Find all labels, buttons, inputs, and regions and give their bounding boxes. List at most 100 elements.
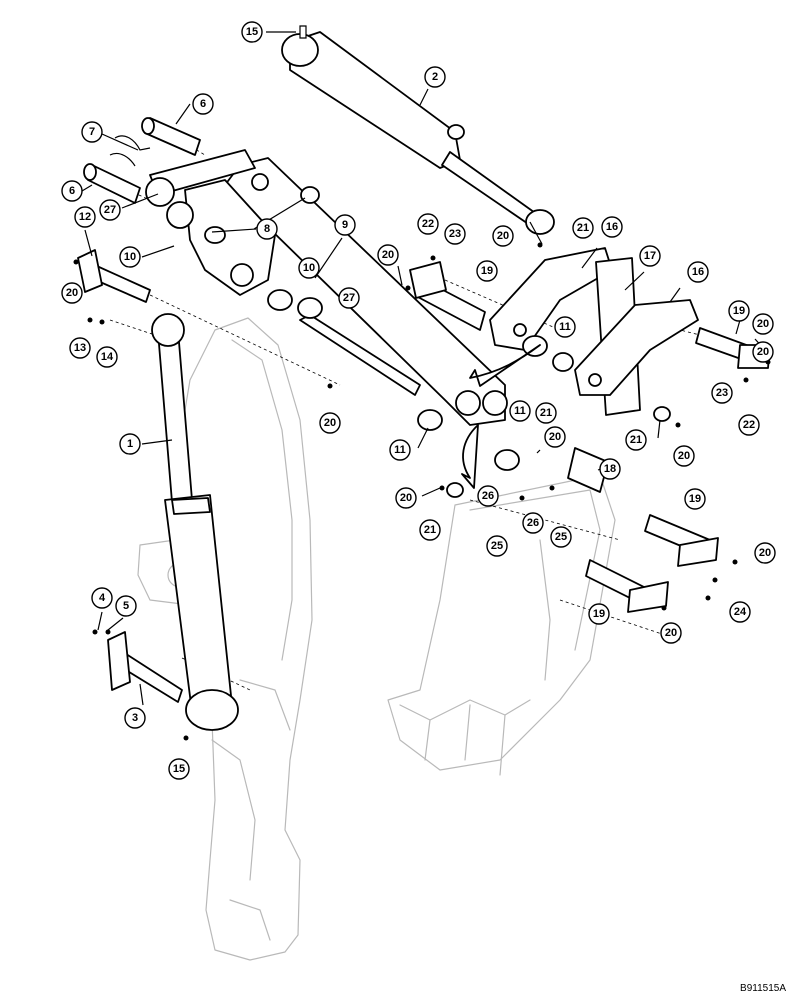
callout-number: 21 bbox=[424, 524, 436, 536]
callout-11: 11 bbox=[554, 316, 576, 338]
callout-number: 27 bbox=[343, 292, 355, 304]
callout-number: 20 bbox=[678, 450, 690, 462]
callout-circle bbox=[69, 337, 91, 359]
callout-number: 2 bbox=[432, 71, 438, 83]
callout-number: 10 bbox=[124, 251, 136, 263]
callout-circle bbox=[91, 587, 113, 609]
callout-number: 6 bbox=[200, 98, 206, 110]
callout-number: 20 bbox=[324, 417, 336, 429]
callout-22: 22 bbox=[417, 213, 439, 235]
callout-20: 20 bbox=[752, 341, 774, 363]
callout-23: 23 bbox=[711, 382, 733, 404]
callout-number: 5 bbox=[123, 600, 129, 612]
callout-number: 25 bbox=[491, 540, 503, 552]
pins bbox=[77, 117, 771, 703]
callout-number: 11 bbox=[394, 444, 406, 456]
callout-circle bbox=[639, 245, 661, 267]
callout-number: 25 bbox=[555, 531, 567, 543]
callout-number: 16 bbox=[606, 221, 618, 233]
callout-number: 1 bbox=[127, 438, 133, 450]
callout-26: 26 bbox=[477, 485, 499, 507]
callout-circle bbox=[119, 246, 141, 268]
callout-number: 20 bbox=[66, 287, 78, 299]
callout-circle bbox=[419, 519, 441, 541]
callout-circle bbox=[625, 429, 647, 451]
callout-circle bbox=[673, 445, 695, 467]
callout-circle bbox=[660, 622, 682, 644]
callout-circle bbox=[550, 526, 572, 548]
callout-number: 21 bbox=[540, 407, 552, 419]
callout-20: 20 bbox=[673, 445, 695, 467]
callout-circle bbox=[572, 217, 594, 239]
callout-number: 6 bbox=[69, 185, 75, 197]
callout-number: 4 bbox=[99, 592, 106, 604]
callout-circle bbox=[738, 414, 760, 436]
callout-number: 26 bbox=[527, 517, 539, 529]
callout-10: 10 bbox=[298, 257, 320, 279]
callout-circle bbox=[99, 199, 121, 221]
callout-number: 24 bbox=[734, 606, 747, 618]
callout-27: 27 bbox=[338, 287, 360, 309]
callout-number: 7 bbox=[89, 126, 95, 138]
callout-number: 8 bbox=[264, 223, 270, 235]
upper-cylinder bbox=[281, 25, 555, 235]
callout-15: 15 bbox=[241, 21, 263, 43]
callout-9: 9 bbox=[334, 214, 356, 236]
callout-circle bbox=[256, 218, 278, 240]
callout-7: 7 bbox=[81, 121, 103, 143]
callout-8: 8 bbox=[256, 218, 278, 240]
brackets bbox=[489, 247, 699, 416]
callout-circle bbox=[599, 458, 621, 480]
callout-circle bbox=[241, 21, 263, 43]
callout-18: 18 bbox=[599, 458, 621, 480]
callout-circle bbox=[395, 487, 417, 509]
callout-2: 2 bbox=[424, 66, 446, 88]
callout-number: 9 bbox=[342, 219, 348, 231]
callout-20: 20 bbox=[544, 426, 566, 448]
callout-circle bbox=[124, 707, 146, 729]
callout-15: 15 bbox=[168, 758, 190, 780]
callout-14: 14 bbox=[96, 346, 118, 368]
callout-number: 19 bbox=[593, 608, 605, 620]
callout-5: 5 bbox=[115, 595, 137, 617]
callout-circle bbox=[96, 346, 118, 368]
callout-number: 27 bbox=[104, 204, 116, 216]
callout-circle bbox=[684, 488, 706, 510]
callout-number: 20 bbox=[400, 492, 412, 504]
callout-circle bbox=[192, 93, 214, 115]
callout-20: 20 bbox=[377, 244, 399, 266]
bucket-ghost-outline bbox=[387, 474, 616, 776]
callout-19: 19 bbox=[684, 488, 706, 510]
callout-number: 14 bbox=[101, 351, 114, 363]
callout-number: 16 bbox=[692, 266, 704, 278]
callout-20: 20 bbox=[61, 282, 83, 304]
callout-number: 21 bbox=[630, 434, 642, 446]
callout-number: 20 bbox=[759, 547, 771, 559]
callout-circle bbox=[424, 66, 446, 88]
callout-number: 20 bbox=[665, 627, 677, 639]
callout-number: 20 bbox=[549, 431, 561, 443]
bushings-washers bbox=[204, 186, 671, 498]
direction-arrows bbox=[461, 344, 541, 489]
callout-3: 3 bbox=[124, 707, 146, 729]
callout-circle bbox=[509, 400, 531, 422]
callout-number: 20 bbox=[757, 318, 769, 330]
figure-reference-code: B911515A bbox=[740, 983, 786, 994]
boom-link-arm bbox=[145, 149, 508, 426]
callout-number: 19 bbox=[733, 305, 745, 317]
callout-circle bbox=[477, 485, 499, 507]
callout-circle bbox=[754, 542, 776, 564]
callout-number: 11 bbox=[514, 405, 526, 417]
callout-20: 20 bbox=[319, 412, 341, 434]
callout-number: 23 bbox=[449, 228, 461, 240]
callout-number: 15 bbox=[173, 763, 185, 775]
callout-circle bbox=[711, 382, 733, 404]
callout-26: 26 bbox=[522, 512, 544, 534]
callout-circle bbox=[544, 426, 566, 448]
callout-number: 10 bbox=[303, 262, 315, 274]
callout-21: 21 bbox=[572, 217, 594, 239]
callout-circle bbox=[334, 214, 356, 236]
callout-number: 15 bbox=[246, 26, 258, 38]
callout-circle bbox=[486, 535, 508, 557]
callout-11: 11 bbox=[509, 400, 531, 422]
